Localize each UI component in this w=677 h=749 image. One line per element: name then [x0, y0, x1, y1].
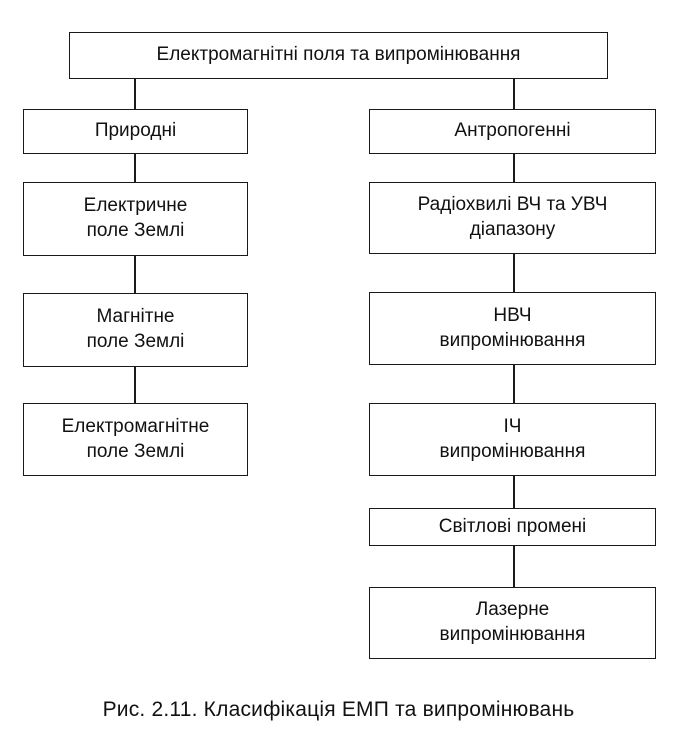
anthropogenic-item-microwave: НВЧ випромінювання	[369, 292, 656, 365]
anthropogenic-item-infrared-line2: випромінювання	[439, 440, 586, 462]
anthropogenic-item-infrared: ІЧ випромінювання	[369, 403, 656, 476]
anthropogenic-item-light-rays: Світлові промені	[369, 508, 656, 546]
anthropogenic-item-radio-waves-line1: Радіохвилі ВЧ та УВЧ	[417, 194, 608, 216]
category-anthropogenic-label: Антропогенні	[454, 120, 571, 142]
natural-item-em-field-line2: поле Землі	[86, 440, 185, 462]
connector-right-1	[513, 154, 515, 182]
anthropogenic-item-light-rays-label: Світлові промені	[438, 515, 587, 537]
connector-left-1	[134, 154, 136, 182]
natural-item-magnetic-field-line2: поле Землі	[86, 331, 185, 352]
connector-right-4	[513, 476, 515, 508]
anthropogenic-item-laser: Лазерне випромінювання	[369, 587, 656, 659]
connector-left-3	[134, 367, 136, 403]
anthropogenic-item-radio-waves-line2: діапазону	[469, 219, 556, 240]
connector-left-2	[134, 256, 136, 293]
category-anthropogenic: Антропогенні	[369, 109, 656, 154]
anthropogenic-item-radio-waves: Радіохвилі ВЧ та УВЧ діапазону	[369, 182, 656, 254]
anthropogenic-item-laser-line1: Лазерне	[475, 599, 550, 621]
natural-item-electric-field: Електричне поле Землі	[23, 182, 248, 256]
anthropogenic-item-laser-line2: випромінювання	[439, 624, 586, 645]
root-node: Електромагнітні поля та випромінювання	[69, 32, 608, 79]
natural-item-magnetic-field: Магнітне поле Землі	[23, 293, 248, 367]
anthropogenic-item-microwave-line2: випромінювання	[439, 329, 586, 351]
natural-item-electric-field-line2: поле Землі	[86, 220, 185, 241]
connector-root-left	[134, 79, 136, 109]
connector-root-right	[513, 79, 515, 109]
connector-right-2	[513, 254, 515, 292]
anthropogenic-item-microwave-line1: НВЧ	[493, 304, 532, 326]
natural-item-em-field: Електромагнітне поле Землі	[23, 403, 248, 476]
figure-caption: Рис. 2.11. Класифікація ЕМП та випроміню…	[102, 698, 575, 721]
connector-right-3	[513, 365, 515, 403]
category-natural: Природні	[23, 109, 248, 154]
natural-item-em-field-line1: Електромагнітне	[61, 415, 210, 437]
anthropogenic-item-infrared-line1: ІЧ	[503, 415, 522, 437]
natural-item-electric-field-line1: Електричне	[83, 195, 188, 217]
root-node-label: Електромагнітні поля та випромінювання	[156, 44, 521, 66]
natural-item-magnetic-field-line1: Магнітне	[96, 306, 175, 328]
category-natural-label: Природні	[94, 120, 177, 142]
connector-right-5	[513, 546, 515, 587]
